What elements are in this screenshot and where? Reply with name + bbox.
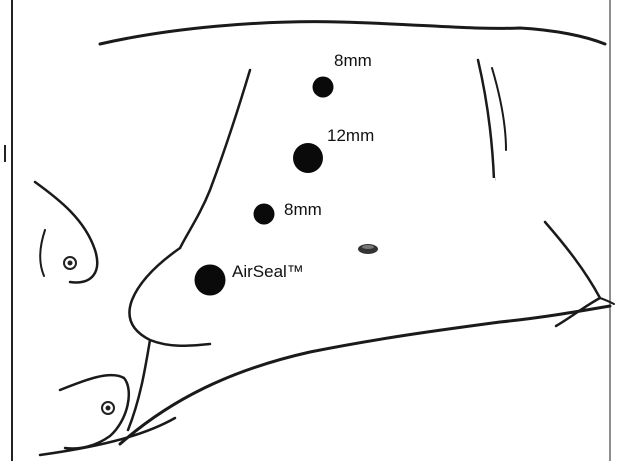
port-marker-12mm	[293, 143, 323, 173]
port-label-8mm-upper: 8mm	[334, 51, 372, 70]
port-label-airseal: AirSeal™	[232, 262, 304, 281]
port-label-8mm-lower: 8mm	[284, 200, 322, 219]
port-marker-8mm-upper	[313, 77, 334, 98]
port-label-12mm: 12mm	[327, 126, 374, 145]
port-marker-airseal	[195, 265, 226, 296]
trocar-ports: 8mm 12mm 8mm AirSeal™	[195, 51, 375, 296]
port-marker-8mm-lower	[254, 204, 275, 225]
